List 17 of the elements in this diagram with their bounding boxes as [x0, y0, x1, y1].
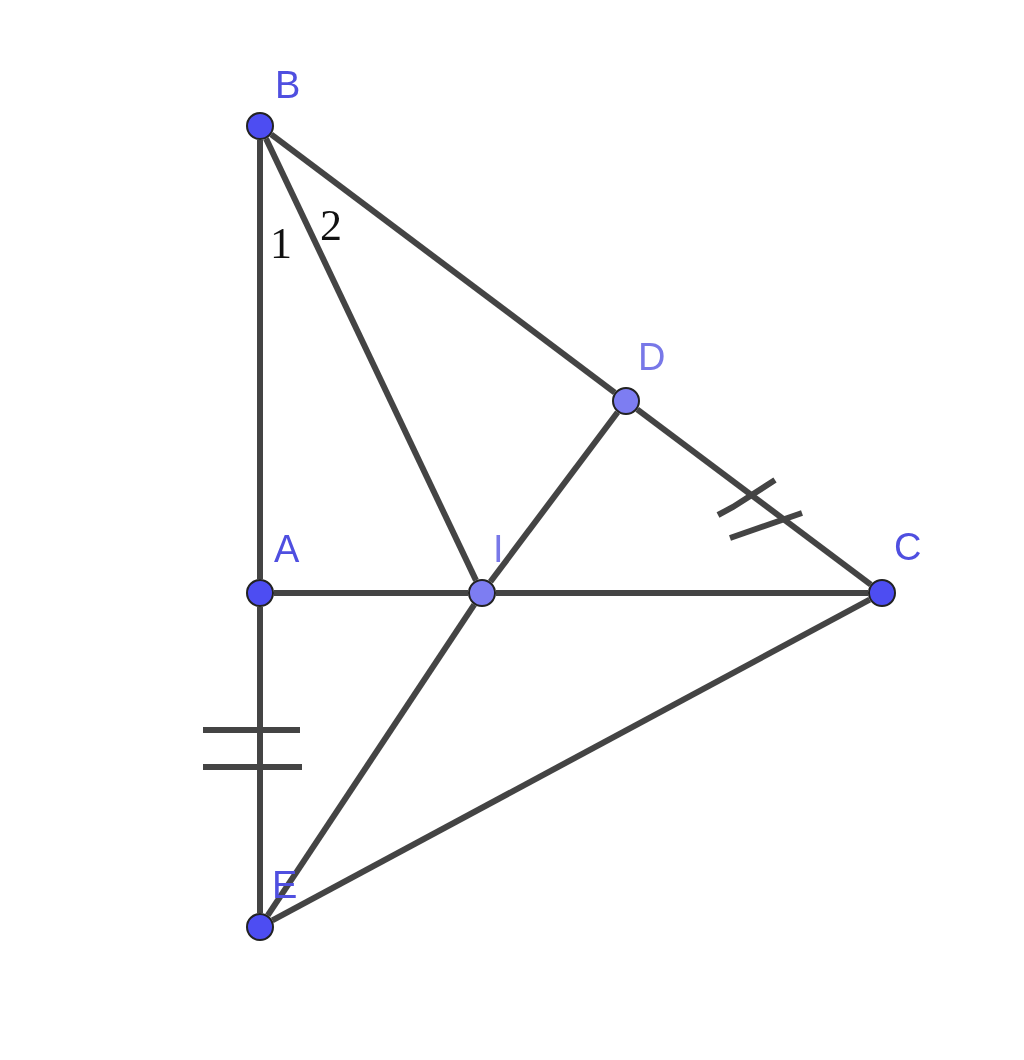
line-segment	[257, 607, 263, 913]
line-segment	[265, 603, 477, 917]
line-segment	[269, 132, 617, 395]
line-segment	[635, 407, 873, 587]
angle-label: 1	[270, 222, 292, 266]
point-label: I	[493, 530, 504, 568]
point-label: A	[274, 530, 300, 568]
line-segment	[257, 140, 263, 579]
point-label: B	[275, 66, 301, 104]
line-segment	[274, 590, 468, 596]
line-segment	[263, 137, 479, 582]
line-segment	[488, 410, 620, 584]
line-segment	[270, 596, 872, 924]
line-segment	[496, 590, 868, 596]
angle-label: 2	[320, 204, 342, 248]
point-label: C	[894, 528, 922, 566]
point-label: D	[638, 338, 666, 376]
